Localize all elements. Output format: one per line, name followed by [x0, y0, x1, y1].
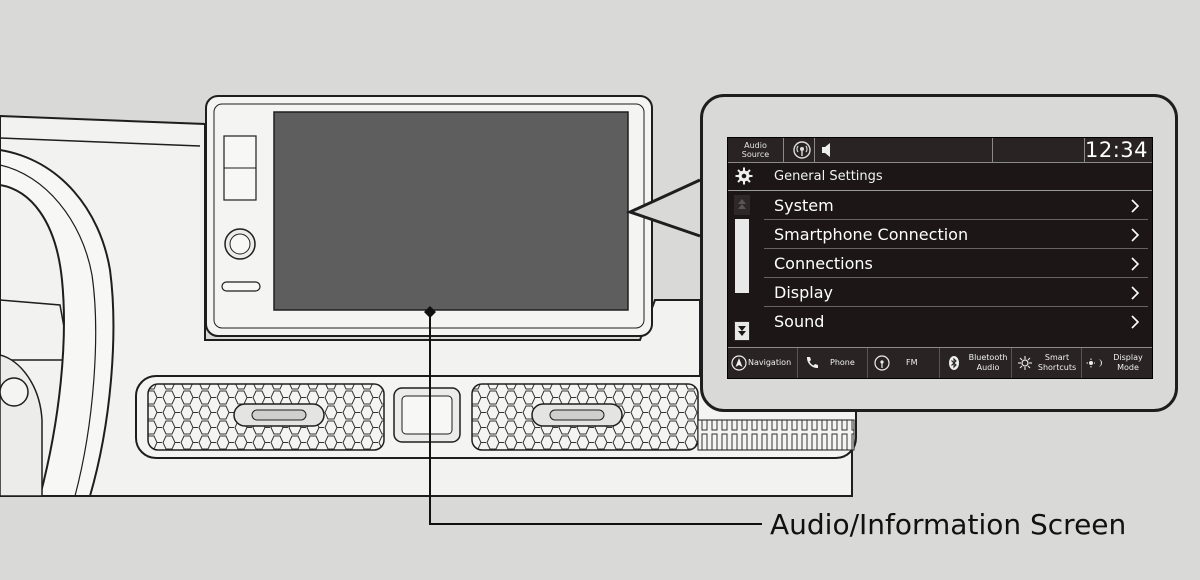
smart-shortcuts-icon	[1018, 356, 1032, 370]
settings-menu: System Smartphone Connection Connections…	[764, 191, 1148, 336]
air-vents	[135, 375, 857, 459]
menu-item-smartphone-connection[interactable]: Smartphone Connection	[764, 220, 1148, 249]
chevron-right-icon	[1131, 315, 1140, 329]
double-chevron-up-icon	[738, 199, 746, 209]
fm-radio-icon	[793, 141, 811, 159]
bottom-tab-bar: Navigation Phone FM	[728, 347, 1152, 378]
menu-item-display[interactable]: Display	[764, 278, 1148, 307]
settings-header: General Settings	[728, 163, 1152, 191]
tab-bluetooth-audio[interactable]: Bluetooth Audio	[940, 348, 1012, 378]
menu-item-label: Display	[774, 283, 833, 302]
caption-label: Audio/Information Screen	[770, 508, 1127, 541]
callout-pointer	[625, 178, 701, 238]
scroll-thumb[interactable]	[735, 219, 749, 293]
leader-line	[424, 306, 762, 525]
scroll-up-button[interactable]	[734, 195, 750, 215]
scrollbar[interactable]	[734, 195, 750, 341]
phone-icon	[806, 357, 818, 369]
display-mode-icon	[1086, 358, 1102, 368]
menu-item-system[interactable]: System	[764, 191, 1148, 220]
audio-source-button[interactable]: Audio Source	[728, 138, 784, 162]
menu-item-label: System	[774, 196, 834, 215]
tab-fm[interactable]: FM	[868, 348, 940, 378]
gear-icon	[735, 167, 753, 185]
menu-item-sound[interactable]: Sound	[764, 307, 1148, 336]
steering-wheel	[0, 148, 115, 497]
speaker-icon	[822, 143, 830, 157]
display-unit	[205, 95, 653, 337]
tab-smart-shortcuts[interactable]: Smart Shortcuts	[1012, 348, 1082, 378]
page-title: General Settings	[774, 169, 883, 184]
menu-item-connections[interactable]: Connections	[764, 249, 1148, 278]
bluetooth-icon	[949, 356, 959, 370]
tab-navigation[interactable]: Navigation	[728, 348, 798, 378]
menu-item-label: Smartphone Connection	[774, 225, 969, 244]
menu-item-label: Connections	[774, 254, 873, 273]
fm-radio-icon	[874, 355, 890, 371]
clock: 12:34	[1084, 138, 1148, 162]
scroll-down-button[interactable]	[734, 321, 750, 341]
double-chevron-down-icon	[735, 322, 749, 340]
chevron-right-icon	[1131, 228, 1140, 242]
tab-phone[interactable]: Phone	[798, 348, 868, 378]
audio-information-screen: Audio Source 12:34	[727, 137, 1153, 379]
screen-callout: Audio Source 12:34	[700, 94, 1178, 412]
chevron-right-icon	[1131, 286, 1140, 300]
chevron-right-icon	[1131, 257, 1140, 271]
tab-display-mode[interactable]: Display Mode	[1082, 348, 1152, 378]
navigation-icon	[731, 355, 747, 371]
chevron-right-icon	[1131, 199, 1140, 213]
menu-item-label: Sound	[774, 312, 825, 331]
status-bar: Audio Source 12:34	[728, 138, 1152, 163]
